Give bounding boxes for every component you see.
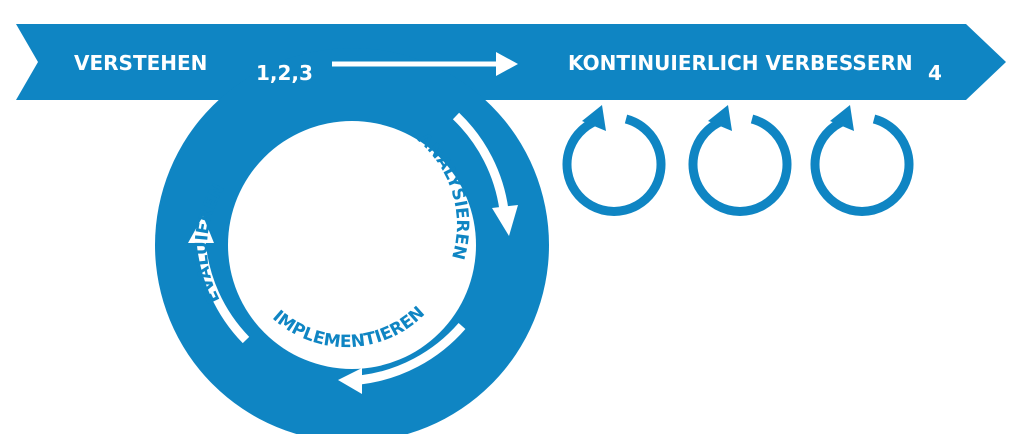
steps-label: 1,2,3 <box>256 61 313 85</box>
verstehen-label: VERSTEHEN <box>74 51 207 75</box>
evaluate-arrow-icon <box>188 216 250 344</box>
verbessern-label: KONTINUIERLICH VERBESSERN <box>568 51 913 75</box>
step-four-label: 4 <box>928 61 942 85</box>
forward-arrow-icon <box>332 52 518 76</box>
cycle-inner <box>228 121 476 369</box>
implement-arrow-icon <box>338 323 466 394</box>
refresh-cycle-icon <box>562 105 666 216</box>
refresh-cycle-icon <box>688 105 792 216</box>
analyze-arrow-icon <box>452 112 518 236</box>
refresh-cycle-icon <box>810 105 914 216</box>
